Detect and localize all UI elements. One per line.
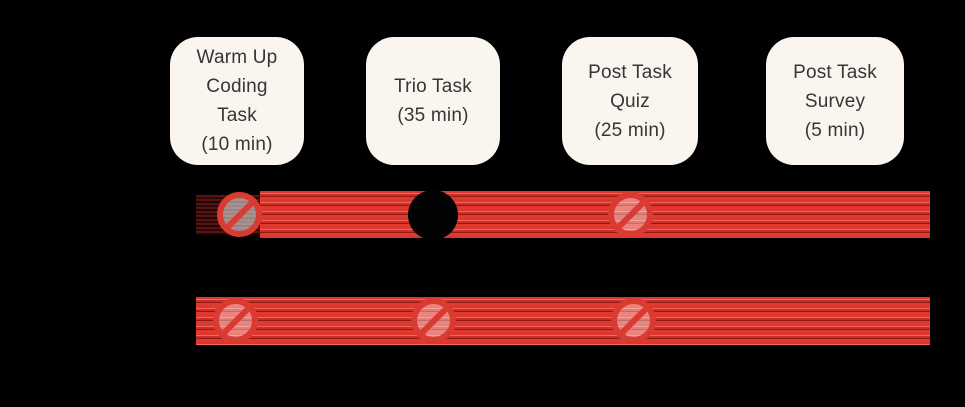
task-box-label-line: (25 min) — [594, 119, 666, 141]
task-box-warm-up: Warm Up Coding Task (10 min) — [170, 37, 304, 165]
task-box-label-line: Task — [217, 105, 257, 126]
blocked-bar — [196, 297, 930, 345]
blocked-bar — [260, 191, 930, 238]
task-box-label-line: Post Task — [588, 61, 672, 83]
task-box-trio-task: Trio Task (35 min) — [366, 37, 500, 165]
task-box-label-line: Quiz — [610, 90, 650, 112]
task-box-label-line: Warm Up — [196, 47, 278, 68]
task-box-label-line: Survey — [804, 90, 866, 112]
no-symbol-icon — [608, 192, 653, 237]
no-symbol-slash — [223, 198, 256, 231]
task-box-post-task-survey: Post Task Survey (5 min) — [766, 37, 904, 165]
no-symbol-slash — [417, 304, 450, 337]
task-box-label-line: Trio Task — [394, 76, 472, 97]
task-box-post-task-quiz: Post Task Quiz (25 min) — [562, 37, 698, 165]
no-symbol-icon — [411, 298, 456, 343]
no-symbol-slash — [614, 198, 647, 231]
no-symbol-icon — [213, 298, 258, 343]
task-box-label-line: Post Task — [793, 61, 877, 83]
task-box-label-line: (10 min) — [201, 134, 273, 155]
task-box-label-line: (35 min) — [397, 105, 469, 126]
no-symbol-icon — [217, 192, 262, 237]
no-symbol-slash — [617, 304, 650, 337]
task-box-label-line: Coding — [206, 76, 268, 97]
task-box-label-line: (5 min) — [804, 119, 866, 141]
no-symbol-slash — [219, 304, 252, 337]
no-symbol-icon — [611, 298, 656, 343]
hidden-circle-icon — [408, 190, 458, 240]
